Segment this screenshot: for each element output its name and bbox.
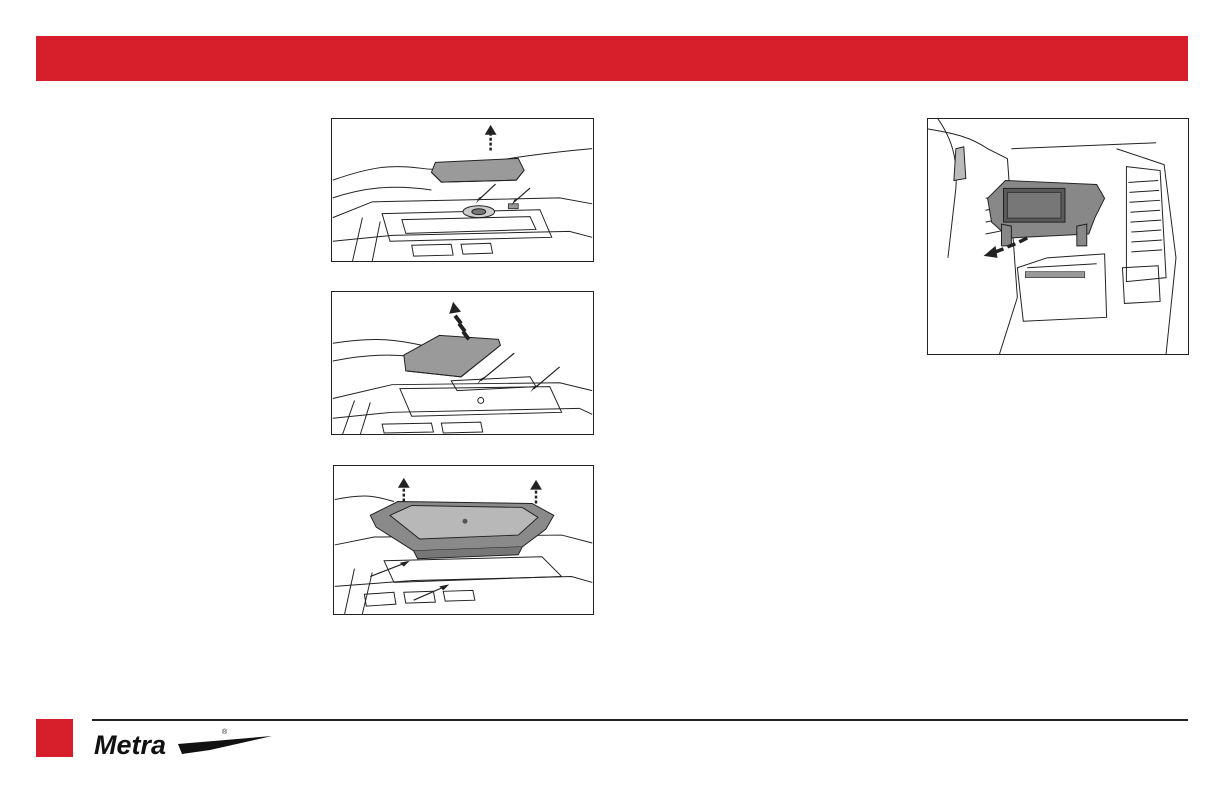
footer-rule: [92, 719, 1188, 721]
figure-remove-factory-radio: [927, 118, 1189, 355]
remove-factory-radio-illustration: [928, 119, 1188, 354]
lift-off-dash-panel-illustration: [332, 292, 593, 434]
header-bar: [36, 36, 1188, 81]
figure-lift-trim-cover: [331, 118, 594, 262]
page-number-tab: [36, 719, 73, 757]
metra-logo: Metra ®: [92, 726, 272, 762]
remove-storage-pocket-illustration: [334, 466, 593, 614]
figure-lift-dash-panel: [331, 291, 594, 435]
registered-mark: ®: [222, 728, 228, 736]
logo-wordmark: Metra: [94, 730, 166, 760]
lift-off-trim-cover-illustration: [332, 119, 593, 261]
figure-remove-storage-pocket: [333, 465, 594, 615]
logo-swoosh-icon: [178, 736, 272, 754]
